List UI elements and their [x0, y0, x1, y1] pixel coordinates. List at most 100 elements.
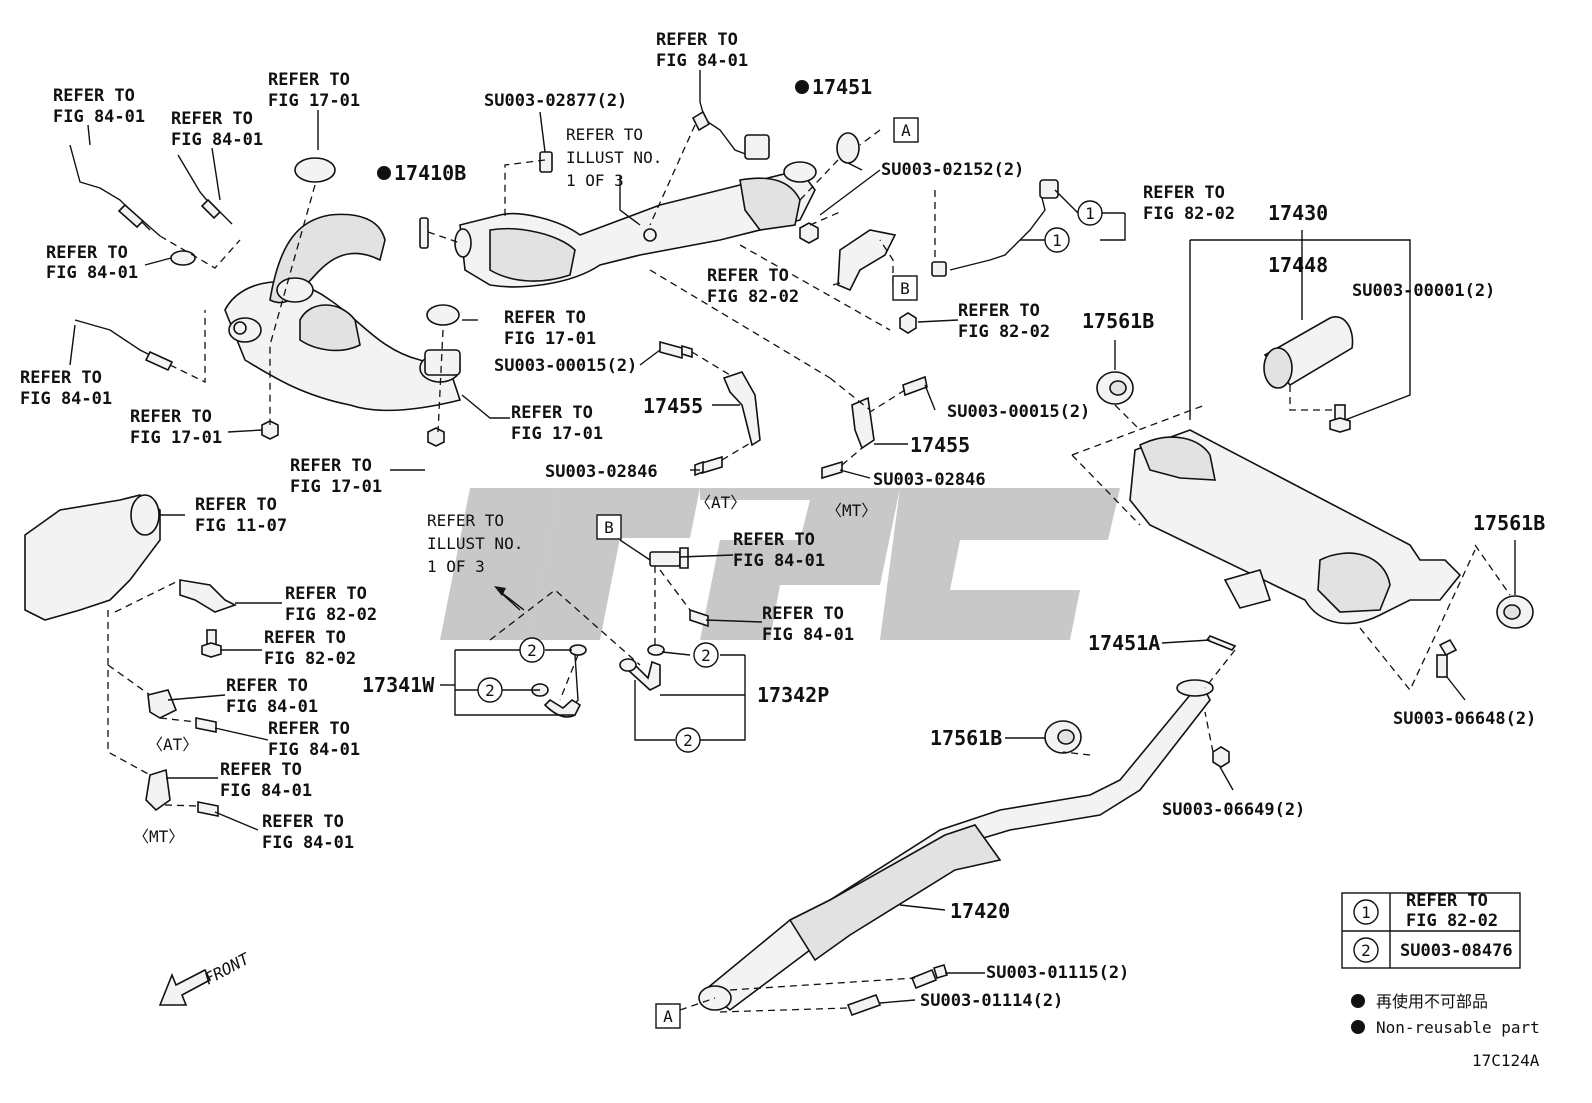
svg-text:FIG 82-02: FIG 82-02: [1406, 911, 1498, 931]
nut-82-02: [899, 312, 917, 334]
svg-text:REFER TO: REFER TO: [285, 584, 367, 604]
svg-text:〈AT〉: 〈AT〉: [695, 493, 746, 512]
callout-2-b: 2: [477, 677, 503, 703]
tail-pipe-cover-17448: [1263, 316, 1354, 389]
non-reusable-dot-17410B: [377, 166, 391, 180]
svg-text:REFER TO: REFER TO: [53, 86, 135, 106]
svg-text:REFER TO: REFER TO: [171, 109, 253, 129]
svg-text:FIG 17-01: FIG 17-01: [268, 91, 360, 111]
arrow-illust-ref: [494, 586, 521, 611]
bolt-82-02: [201, 629, 222, 658]
exhaust-manifold-assembly: [224, 157, 462, 447]
bolt-02846-at: [694, 455, 723, 477]
svg-text:17561B: 17561B: [930, 726, 1002, 750]
bolt-00001: [1329, 404, 1351, 433]
svg-text:REFER TO: REFER TO: [1143, 183, 1225, 203]
svg-text:17455: 17455: [910, 433, 970, 457]
svg-text:SU003-02846: SU003-02846: [873, 470, 986, 490]
catalytic-converter: [454, 161, 817, 288]
hanger-17561B-right: [1496, 595, 1534, 629]
svg-text:1: 1: [1052, 231, 1062, 250]
clip-02877: [539, 151, 553, 173]
svg-text:A: A: [663, 1007, 673, 1026]
svg-text:17561B: 17561B: [1082, 309, 1154, 333]
svg-text:SU003-00001(2): SU003-00001(2): [1352, 281, 1495, 301]
bracket-mt-left: [145, 768, 171, 812]
oxygen-sensor-upper-left: [69, 144, 161, 237]
svg-text:SU003-01114(2): SU003-01114(2): [920, 991, 1063, 1011]
svg-text:SU003-02846: SU003-02846: [545, 462, 658, 482]
svg-text:FIG 84-01: FIG 84-01: [20, 389, 112, 409]
bolt-01115: [910, 964, 948, 990]
nut-06649: [1212, 746, 1230, 768]
svg-text:2: 2: [701, 646, 711, 665]
bracket-82-02: [179, 579, 238, 613]
gasket-17410B: [419, 217, 429, 249]
svg-text:1 OF 3: 1 OF 3: [566, 171, 624, 190]
svg-text:17561B: 17561B: [1473, 511, 1545, 535]
svg-text:FIG 17-01: FIG 17-01: [504, 329, 596, 349]
variant-labels: 〈AT〉 〈MT〉 〈AT〉 〈MT〉: [133, 493, 877, 846]
key-box-A-bottom: A: [655, 1003, 681, 1029]
refer-labels: REFER TO FIG 84-01 REFER TO FIG 84-01 RE…: [20, 30, 1235, 853]
svg-text:REFER TO: REFER TO: [511, 403, 593, 423]
sensor-84-01-center: [649, 547, 689, 569]
nut-02152: [799, 222, 819, 244]
svg-text:REFER TO: REFER TO: [1406, 891, 1488, 911]
svg-text:REFER TO: REFER TO: [46, 243, 128, 263]
leader-lines: [69, 70, 1516, 1004]
svg-text:REFER TO: REFER TO: [504, 308, 586, 328]
svg-text:FIG 82-02: FIG 82-02: [264, 649, 356, 669]
legend-circle-2: [1353, 937, 1379, 963]
bolt-at-left: [195, 717, 217, 733]
fastener-labels: SU003-02877(2) SU003-02152(2) SU003-0000…: [484, 91, 1536, 1011]
svg-text:REFER TO: REFER TO: [762, 604, 844, 624]
svg-text:REFER TO: REFER TO: [656, 30, 738, 50]
non-reusable-dot-17451: [795, 80, 809, 94]
gasket-left: [170, 250, 196, 266]
svg-text:FIG 84-01: FIG 84-01: [171, 130, 263, 150]
key-box-A-top: A: [893, 117, 919, 143]
svg-text:A: A: [901, 121, 911, 140]
part-numbers: 17410B 17451 17430 17448 17561B 17561B 1…: [362, 75, 1545, 923]
dashed-guides: [107, 124, 1511, 1013]
svg-text:17455: 17455: [643, 394, 703, 418]
svg-text:B: B: [900, 279, 910, 298]
svg-text:2: 2: [485, 681, 495, 700]
legend-circle-1: [1353, 899, 1379, 925]
svg-text:REFER TO: REFER TO: [268, 719, 350, 739]
svg-text:FIG 84-01: FIG 84-01: [268, 740, 360, 760]
svg-text:FIG 17-01: FIG 17-01: [130, 428, 222, 448]
legend-non-reusable: 再使用不可部品 Non-reusable part: [1351, 992, 1540, 1037]
callout-1-upper: 1: [1077, 200, 1103, 226]
svg-text:REFER TO: REFER TO: [958, 301, 1040, 321]
key-box-B-right: B: [892, 275, 918, 301]
ring-17451: [836, 132, 860, 164]
svg-text:FIG 82-02: FIG 82-02: [707, 287, 799, 307]
svg-text:SU003-02152(2): SU003-02152(2): [881, 160, 1024, 180]
figure-code: 17C124A: [1472, 1051, 1540, 1070]
svg-text:17341W: 17341W: [362, 673, 435, 697]
svg-text:17420: 17420: [950, 899, 1010, 923]
svg-text:FIG 84-01: FIG 84-01: [733, 551, 825, 571]
svg-text:〈MT〉: 〈MT〉: [133, 827, 184, 846]
bolt-mt-left: [197, 801, 219, 817]
svg-text:17451: 17451: [812, 75, 872, 99]
svg-text:2: 2: [683, 731, 693, 750]
bracket-17455-at: [722, 371, 761, 447]
svg-text:SU003-06648(2): SU003-06648(2): [1393, 709, 1536, 729]
svg-text:17410B: 17410B: [394, 161, 466, 185]
svg-text:REFER TO: REFER TO: [566, 125, 643, 144]
oxygen-sensor-lower-left: [74, 319, 174, 372]
svg-text:FIG 84-01: FIG 84-01: [226, 697, 318, 717]
gasket-17451A: [1205, 635, 1237, 651]
svg-text:REFER TO: REFER TO: [264, 628, 346, 648]
svg-text:REFER TO: REFER TO: [20, 368, 102, 388]
illust-labels: REFER TO ILLUST NO. 1 OF 3 REFER TO ILLU…: [427, 125, 662, 576]
bolt-00015-b: [902, 375, 928, 397]
front-direction-arrow: FRONT: [158, 949, 254, 1006]
bolt-00015-a: [659, 340, 693, 360]
svg-text:SU003-00015(2): SU003-00015(2): [947, 402, 1090, 422]
